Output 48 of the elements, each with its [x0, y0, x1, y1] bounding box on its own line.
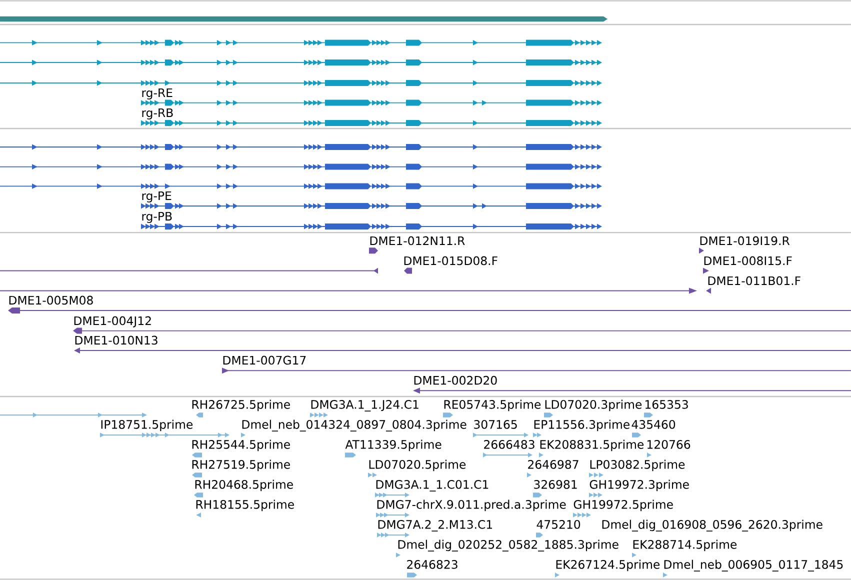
- feature-label: GH19972.3prime: [590, 480, 689, 492]
- feature-label: RH20468.5prime: [195, 480, 293, 492]
- feature-label: RE05743.5prime: [444, 400, 541, 412]
- feature-label: 326981: [534, 480, 577, 489]
- feature-label: RH26725.5prime: [192, 400, 290, 412]
- feature-label: DME1-008I15.F: [704, 256, 792, 266]
- feature-label: RH18155.5prime: [196, 500, 294, 512]
- feature-label: AT11339.5prime: [345, 440, 442, 452]
- feature-label: EK288714.5prime: [633, 540, 737, 552]
- feature-label: GH19972.5prime: [574, 500, 673, 512]
- feature-label: Dmel_neb_006905_0117_1845: [664, 560, 843, 572]
- feature-label: EK208831.5prime: [540, 440, 644, 452]
- feature-label: LD07020.3prime: [545, 400, 642, 412]
- feature-label: DME1-004J12: [74, 316, 151, 328]
- feature-label: Dmel_neb_014324_0897_0804.3prime: [242, 420, 466, 432]
- feature-label: DMG7A.2_2.M13.C1: [378, 520, 492, 532]
- feature-label: Dmel_dig_020252_0582_1885.3prime: [398, 540, 618, 552]
- feature-label: rg-PE: [142, 191, 172, 202]
- feature-label: 120766: [648, 440, 690, 449]
- feature-label: 2666483: [484, 440, 534, 449]
- feature-label: RH25544.5prime: [192, 440, 290, 452]
- feature-label: 165353: [646, 400, 688, 409]
- feature-label: DME1-010N13: [75, 336, 158, 345]
- feature-label: RH27519.5prime: [192, 460, 290, 472]
- feature-label: DME1-002D20: [414, 376, 497, 385]
- feature-label: EK267124.5prime: [556, 560, 660, 572]
- feature-label: DMG3A.1_1.J24.C1: [311, 400, 418, 412]
- feature-label: DME1-015D08.F: [404, 256, 498, 266]
- feature-label: 435460: [632, 420, 676, 429]
- feature-label: 2646823: [407, 560, 458, 569]
- feature-label: EP11556.3prime: [534, 420, 630, 432]
- feature-label: DMG7-chrX.9.011.pred.a.3prime: [377, 500, 566, 512]
- feature-label: DME1-005M08: [9, 296, 93, 305]
- feature-label: rg-PB: [142, 212, 172, 223]
- feature-label: DME1-012N11.R: [370, 236, 465, 246]
- feature-label: DMG3A.1_1.C01.C1: [376, 480, 488, 492]
- feature-label: LP03082.5prime: [590, 460, 685, 472]
- feature-label: DME1-007G17: [223, 356, 306, 365]
- feature-label: 475210: [536, 520, 580, 529]
- feature-label: DME1-011B01.F: [708, 276, 800, 286]
- feature-label: 307165: [474, 420, 517, 429]
- feature-label: rg-RB: [142, 108, 173, 120]
- feature-label: 2646987: [528, 460, 578, 469]
- feature-label: DME1-019I19.R: [700, 236, 790, 246]
- feature-label: rg-RE: [142, 88, 172, 100]
- feature-label: LD07020.5prime: [369, 460, 466, 472]
- feature-label: Dmel_dig_016908_0596_2620.3prime: [602, 520, 822, 532]
- feature-label: IP18751.5prime: [101, 420, 193, 432]
